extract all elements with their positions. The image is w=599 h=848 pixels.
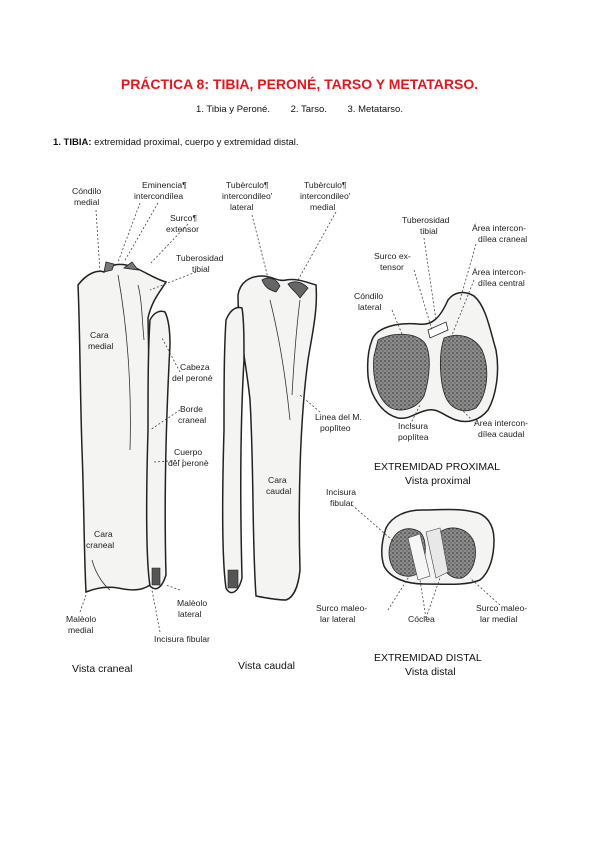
label-proximal-area-caudal: Área intercon- [474,418,528,428]
toc-item: 1. Tibia y Peroné. [196,104,270,115]
toc-item: 2. Tarso. [290,104,327,115]
label-condilo-medial: medial [74,197,99,207]
label-cara-craneal: craneal [86,540,114,550]
caption-proximal-title: EXTREMIDAD PROXIMAL [374,461,500,473]
label-distal-surco-lateral: Surco maleo- [316,603,367,613]
label-cuerpo-perone: del peronè [168,458,209,468]
label-proximal-area-craneal: Área intercon- [472,223,526,233]
label-tuberculo-medial: intercondileo' [300,191,351,201]
label-proximal-area-central: Área intercon- [472,267,526,277]
label-tuberculo-lateral: lateral [230,202,253,212]
label-linea-popliteo: poplìteo [320,423,351,433]
fibula-cranial-view [145,310,171,590]
label-proximal-tuberosidad: tibial [420,226,438,236]
label-eminencia: Eminencia¶ [142,180,187,190]
tibia-caudal-view [237,275,318,601]
label-tuberosidad-tibial: tibial [192,264,210,274]
label-borde-craneal: Borde [180,404,203,414]
label-distal-incisura: Incisura [326,487,356,497]
label-condilo-medial: Cóndilo [72,186,101,196]
distal-extremity-illustration [381,508,495,586]
label-proximal-incisura: Incisura [398,421,428,431]
label-tuberculo-medial: medial [310,202,335,212]
label-surco-extensor: Surco¶ [170,213,197,223]
label-tuberculo-medial: Tubèrculo¶ [304,180,347,190]
label-eminencia: intercondílea [134,191,183,201]
label-proximal-surco: tensor [380,262,404,272]
caption-proximal-subtitle: Vista proximal [405,475,471,487]
label-cara-medial: medial [88,341,113,351]
label-tuberculo-lateral: intercondileo' [222,191,273,201]
label-cara-craneal: Cara [94,529,113,539]
label-cuerpo-perone: Cuerpo [174,447,202,457]
label-distal-surco-medial: lar medial [480,614,517,624]
captions: Vista craneal Vista caudal EXTREMIDAD PR… [72,461,500,678]
labels: Cóndilo medial Eminencia¶ intercondílea … [66,180,528,644]
label-linea-popliteo: Linea del M. [315,412,362,422]
label-cara-caudal: caudal [266,486,291,496]
proximal-extremity-illustration [366,291,499,423]
label-maleolo-lateral: lateral [178,609,201,619]
label-proximal-area-craneal: dílea craneal [478,234,527,244]
label-cara-caudal: Cara [268,475,287,485]
label-proximal-condilo: lateral [358,302,381,312]
toc-item: 3. Metatarso. [347,104,403,115]
label-proximal-area-central: dílea central [478,278,525,288]
section-heading: 1. TIBIA: extremidad proximal, cuerpo y … [53,137,299,148]
label-distal-incisura: fibular [330,498,354,508]
label-borde-craneal: craneal [178,415,206,425]
label-distal-coclea: Cóclea [408,614,435,624]
label-incisura-fibular: Incisura fibular [154,634,210,644]
label-proximal-incisura: poplítea [398,432,429,442]
label-tuberculo-lateral: Tubèrculo¶ [226,180,269,190]
label-proximal-tuberosidad: Tuberosidad [402,215,450,225]
table-of-contents: 1. Tibia y Peroné. 2. Tarso. 3. Metatars… [0,104,599,115]
label-proximal-area-caudal: dílea caudal [478,429,524,439]
label-distal-surco-lateral: lar lateral [320,614,355,624]
fibula-caudal-view [221,306,245,594]
caption-distal-subtitle: Vista distal [405,666,456,678]
caption-distal-title: EXTREMIDAD DISTAL [374,652,482,664]
section-text: extremidad proximal, cuerpo y extremidad… [94,137,299,148]
label-maleolo-medial: medial [68,625,93,635]
label-cara-medial: Cara [90,330,109,340]
label-cabeza-perone: Cabeza [180,362,210,372]
label-tuberosidad-tibial: Tuberosidad [176,253,224,263]
caption-vista-craneal: Vista craneal [72,663,133,675]
label-cabeza-perone: del peronè [172,373,213,383]
leader-lines [79,202,501,633]
caption-vista-caudal: Vista caudal [238,660,295,672]
label-proximal-surco: Surco ex- [374,251,411,261]
label-distal-surco-medial: Surco maleo- [476,603,527,613]
page-title: PRÁCTICA 8: TIBIA, PERONÉ, TARSO Y METAT… [120,76,479,92]
label-proximal-condilo: Cóndilo [354,291,383,301]
section-number-title: 1. TIBIA: [53,137,92,148]
label-maleolo-lateral: Malèolo [177,598,207,608]
label-surco-extensor: extensor [166,224,199,234]
label-maleolo-medial: Malèolo [66,614,96,624]
